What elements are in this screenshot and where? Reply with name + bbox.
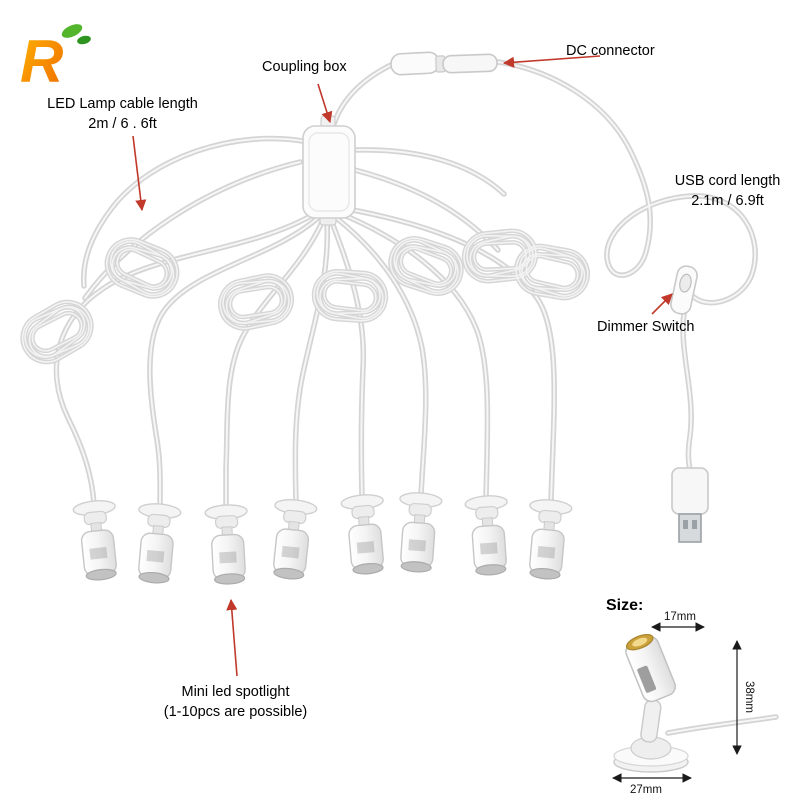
label-mini-spotlight: Mini led spotlight (1-10pcs are possible…: [128, 683, 343, 722]
label-dc-connector: DC connector: [566, 43, 655, 59]
dim-top-width: 17mm: [664, 611, 696, 623]
label-mini-spotlight-line1: Mini led spotlight: [181, 684, 290, 700]
arrow-dc-connector: [502, 55, 601, 68]
dc-connector-graphic: [390, 51, 498, 76]
label-coupling-box: Coupling box: [262, 59, 347, 75]
spotlight-2: [131, 501, 183, 586]
logo-leaf-icon: [61, 24, 83, 38]
dimension-labels: 17mm 38mm 27mm: [630, 611, 755, 796]
brand-logo: R: [12, 18, 100, 100]
spotlight-5: [339, 492, 391, 577]
cable-coils-highlight: [13, 227, 593, 372]
brand-logo-letter: R: [20, 28, 63, 95]
label-mini-spotlight-line2: (1-10pcs are possible): [163, 703, 308, 720]
label-usb-cord: USB cord length 2.1m / 6.9ft: [660, 172, 795, 211]
dimension-lines: [612, 622, 742, 783]
spotlight-8: [522, 497, 574, 582]
spotlight-6: [394, 490, 443, 574]
label-usb-cord-line1: USB cord length: [674, 173, 781, 189]
label-led-cable-line1: LED Lamp cable length: [47, 96, 198, 112]
arrow-coupling-box: [317, 83, 333, 124]
size-diagram-lamp: [613, 633, 689, 773]
spotlight-3: [204, 503, 252, 586]
cable-coils: [14, 228, 592, 370]
dimmer-switch-graphic: [670, 265, 698, 315]
label-dimmer-switch: Dimmer Switch: [597, 319, 695, 335]
dim-height: 38mm: [743, 681, 755, 713]
spotlight-7: [464, 493, 513, 577]
arrow-spotlight: [226, 598, 238, 677]
dim-base-width: 27mm: [630, 784, 662, 796]
coupling-box-graphic: [302, 115, 356, 226]
annotation-arrows: [132, 55, 673, 677]
cable-tangle: [56, 62, 776, 733]
arrow-dimmer: [651, 293, 673, 315]
arrow-led-cable: [132, 135, 147, 212]
label-led-cable: LED Lamp cable length 2m / 6 . 6ft: [25, 95, 220, 134]
label-usb-cord-line2: 2.1m / 6.9ft: [691, 192, 764, 209]
spotlight-row: [71, 490, 574, 586]
spotlight-4: [266, 497, 319, 582]
spotlight-1: [71, 498, 124, 583]
size-title: Size:: [606, 597, 644, 614]
usb-plug-graphic: [671, 467, 709, 543]
label-led-cable-line2: 2m / 6 . 6ft: [88, 115, 157, 132]
logo-leaf-small-icon: [77, 35, 91, 45]
